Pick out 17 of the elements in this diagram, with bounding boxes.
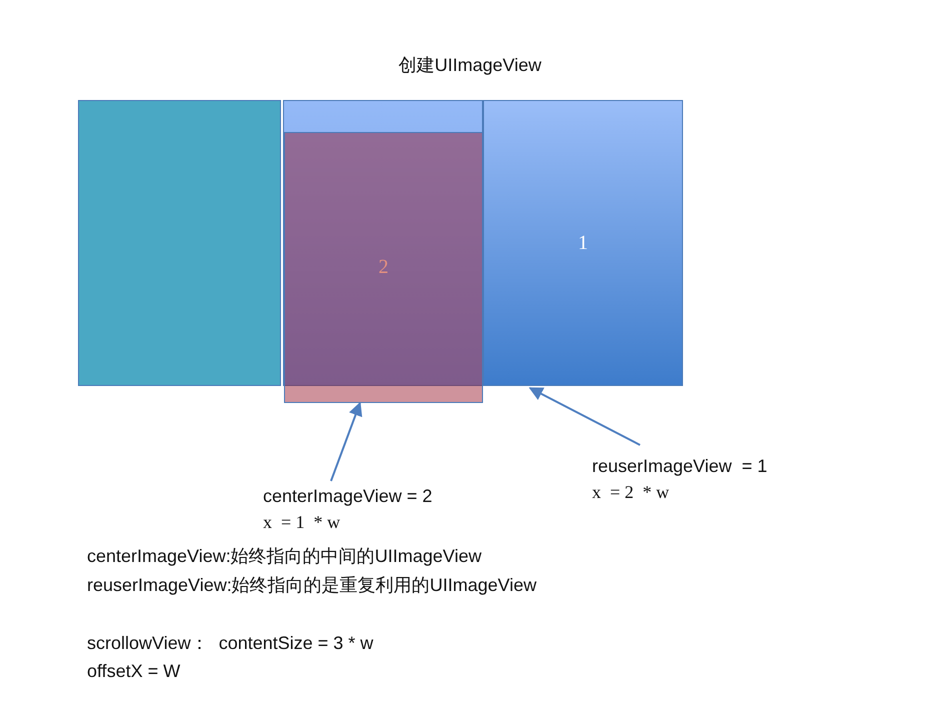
view-rectangle bbox=[283, 100, 483, 386]
view-number: 2 bbox=[378, 256, 388, 279]
note-text: centerImageView:始终指向的中间的UIImageView bbox=[87, 545, 482, 568]
view-rectangle bbox=[483, 100, 683, 386]
view-rectangle bbox=[284, 132, 483, 403]
formula-text: offsetX = W bbox=[87, 660, 180, 683]
note-text: reuserImageView:始终指向的是重复利用的UIImageView bbox=[87, 574, 536, 597]
view-rectangle bbox=[78, 100, 281, 386]
position-formula: x = 1 * w bbox=[263, 511, 342, 534]
arrow bbox=[330, 402, 362, 482]
variable-label: centerImageView = 2 bbox=[263, 485, 432, 508]
arrow bbox=[528, 387, 640, 446]
diagram-title: 创建UIImageView bbox=[398, 55, 542, 75]
view-number: 1 bbox=[578, 232, 588, 254]
variable-label: reuserImageView = 1 bbox=[592, 455, 768, 478]
position-formula: x = 2 * w bbox=[592, 481, 670, 504]
formula-text: scrollowView： contentSize = 3 * w bbox=[87, 632, 374, 655]
